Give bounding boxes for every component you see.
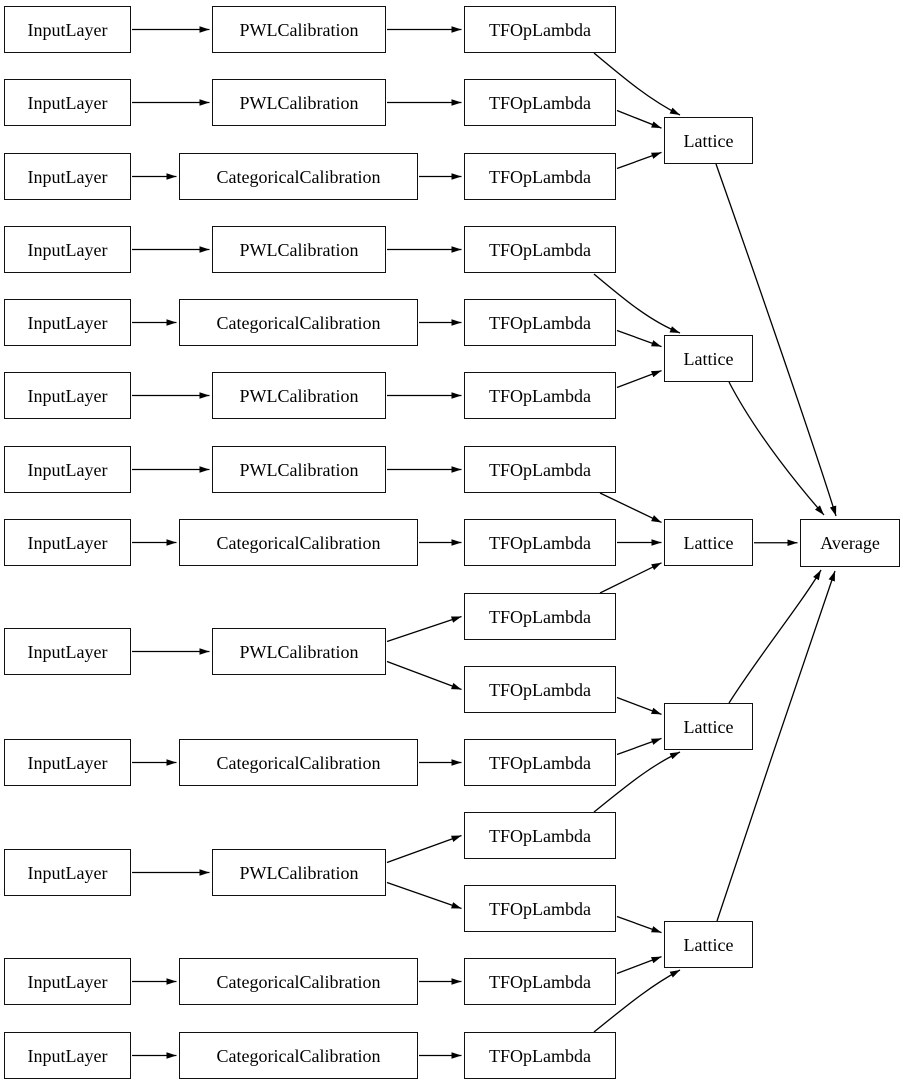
node-tf_op_lambda-t4: TFOpLambda	[464, 226, 616, 273]
edge-l1-to-avg	[715, 163, 837, 517]
node-categorical_calibration-c13: CategoricalCalibration	[179, 1032, 418, 1079]
edge-c9-to-t10	[386, 660, 462, 691]
node-categorical_calibration-c5: CategoricalCalibration	[179, 299, 418, 346]
node-pwl_calibration-c1: PWLCalibration	[212, 6, 386, 53]
node-pwl_calibration-c2: PWLCalibration	[212, 79, 386, 126]
node-tf_op_lambda-t1: TFOpLambda	[464, 6, 616, 53]
edge-t9-to-l3	[599, 562, 662, 594]
node-categorical_calibration-c10: CategoricalCalibration	[179, 739, 418, 786]
node-tf_op_lambda-t3: TFOpLambda	[464, 153, 616, 200]
node-input-i12: InputLayer	[4, 958, 131, 1005]
edge-t13-to-l5	[616, 915, 662, 934]
node-input-i7: InputLayer	[4, 446, 131, 493]
node-tf_op_lambda-t2: TFOpLambda	[464, 79, 616, 126]
node-categorical_calibration-c3: CategoricalCalibration	[179, 153, 418, 200]
node-input-i1: InputLayer	[4, 6, 131, 53]
node-input-i10: InputLayer	[4, 739, 131, 786]
node-pwl_calibration-c9: PWLCalibration	[212, 628, 386, 675]
node-tf_op_lambda-t8: TFOpLambda	[464, 519, 616, 566]
node-input-i13: InputLayer	[4, 1032, 131, 1079]
edge-t14-to-l5	[616, 956, 662, 975]
node-input-i6: InputLayer	[4, 372, 131, 419]
node-lattice-l5: Lattice	[664, 921, 753, 968]
node-tf_op_lambda-t6: TFOpLambda	[464, 372, 616, 419]
node-input-i4: InputLayer	[4, 226, 131, 273]
node-tf_op_lambda-t10: TFOpLambda	[464, 666, 616, 713]
edge-l4-to-avg	[728, 569, 822, 704]
edge-t2-to-l1	[616, 109, 662, 129]
node-input-i9: InputLayer	[4, 628, 131, 675]
edge-t15-to-l5	[593, 969, 681, 1033]
node-tf_op_lambda-t15: TFOpLambda	[464, 1032, 616, 1079]
edge-t6-to-l2	[616, 370, 662, 389]
edge-c11-to-t13	[386, 881, 462, 910]
node-pwl_calibration-c11: PWLCalibration	[212, 849, 386, 896]
edge-c11-to-t12	[386, 834, 462, 864]
node-pwl_calibration-c4: PWLCalibration	[212, 226, 386, 273]
edge-t12-to-l4	[593, 751, 681, 813]
node-input-i8: InputLayer	[4, 519, 131, 566]
node-tf_op_lambda-t5: TFOpLambda	[464, 299, 616, 346]
node-tf_op_lambda-t7: TFOpLambda	[464, 446, 616, 493]
node-tf_op_lambda-t13: TFOpLambda	[464, 885, 616, 932]
node-lattice-l3: Lattice	[664, 519, 753, 566]
edge-t5-to-l2	[616, 329, 662, 348]
edge-c9-to-t9	[386, 615, 462, 643]
node-pwl_calibration-c6: PWLCalibration	[212, 372, 386, 419]
node-input-i11: InputLayer	[4, 849, 131, 896]
node-categorical_calibration-c12: CategoricalCalibration	[179, 958, 418, 1005]
edge-t11-to-l4	[616, 737, 662, 756]
edge-t4-to-l2	[593, 273, 681, 334]
node-tf_op_lambda-t14: TFOpLambda	[464, 958, 616, 1005]
edge-t7-to-l3	[599, 492, 662, 524]
edge-l5-to-avg	[716, 570, 836, 922]
node-lattice-l2: Lattice	[664, 335, 753, 382]
node-lattice-l4: Lattice	[664, 703, 753, 750]
edge-t3-to-l1	[616, 151, 662, 170]
node-categorical_calibration-c8: CategoricalCalibration	[179, 519, 418, 566]
node-lattice-l1: Lattice	[664, 117, 753, 164]
node-average-avg: Average	[800, 519, 900, 567]
edge-t1-to-l1	[593, 52, 681, 116]
node-tf_op_lambda-t9: TFOpLambda	[464, 593, 616, 640]
edge-t10-to-l4	[616, 696, 662, 715]
node-tf_op_lambda-t11: TFOpLambda	[464, 739, 616, 786]
node-pwl_calibration-c7: PWLCalibration	[212, 446, 386, 493]
node-input-i3: InputLayer	[4, 153, 131, 200]
node-input-i5: InputLayer	[4, 299, 131, 346]
node-tf_op_lambda-t12: TFOpLambda	[464, 812, 616, 859]
node-input-i2: InputLayer	[4, 79, 131, 126]
edge-l2-to-avg	[728, 381, 825, 516]
